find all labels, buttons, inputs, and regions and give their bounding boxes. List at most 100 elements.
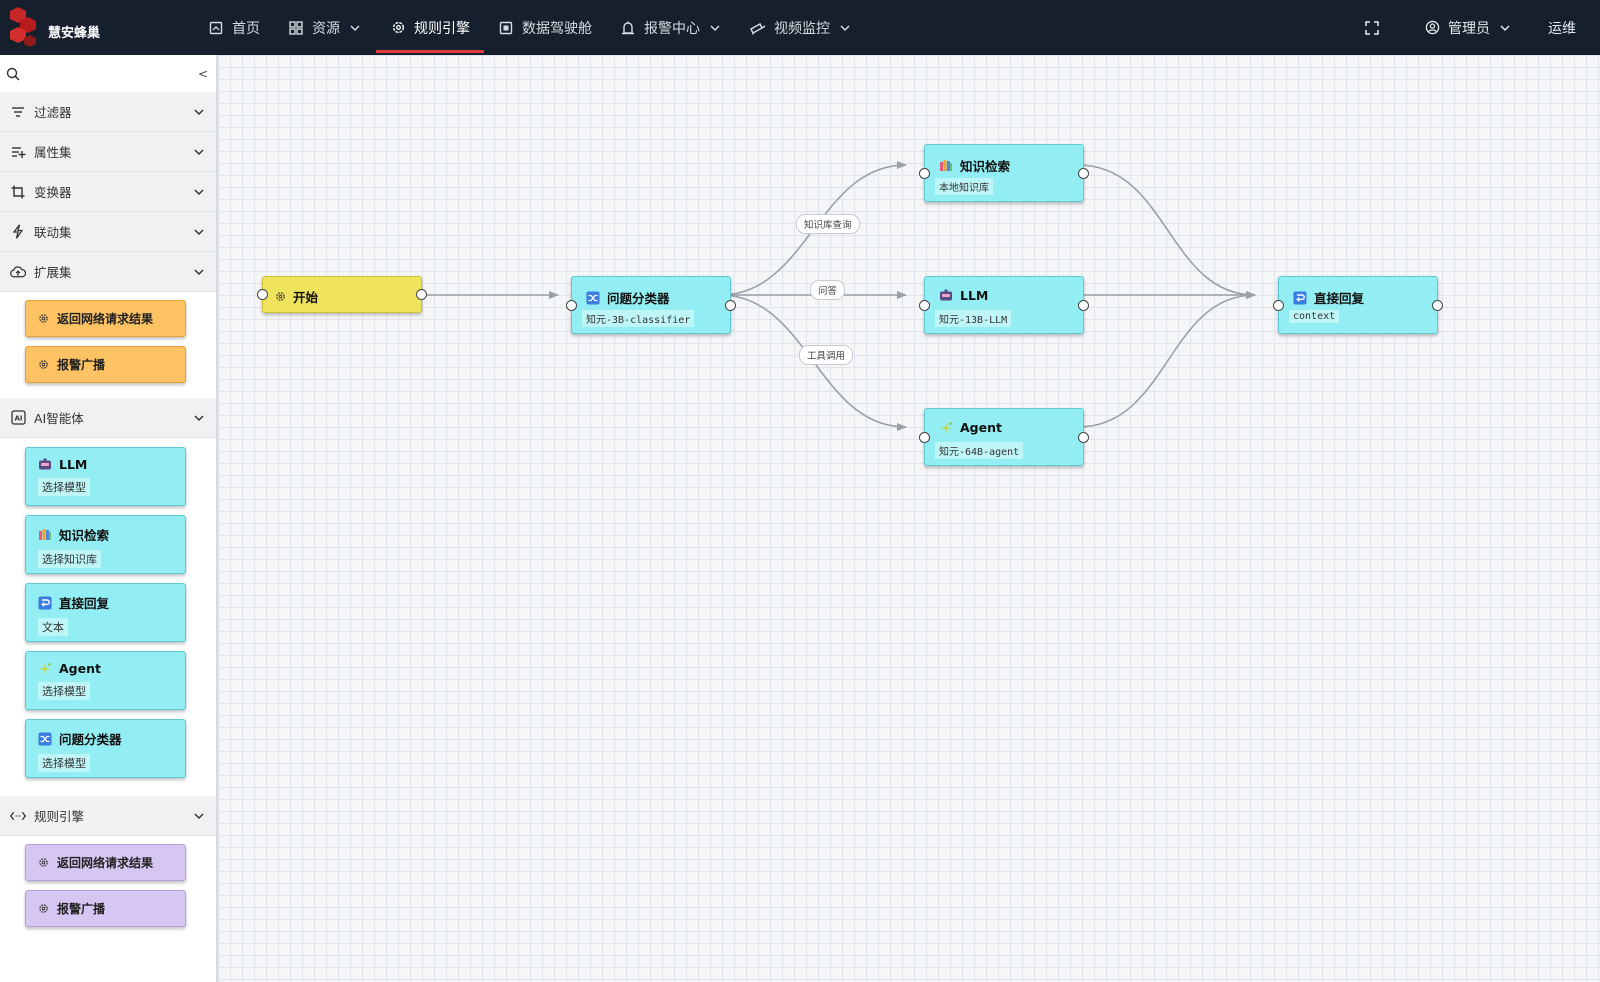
group-filter[interactable]: 过滤器 (0, 92, 216, 132)
node-palette-sidebar: < 过滤器 属性集 变换器 联动集 扩展集 返回网络请求结果 报警广播 (0, 55, 218, 982)
group-linkage-label: 联动集 (34, 225, 72, 240)
nav-dashboard[interactable]: 数据驾驶舱 (484, 0, 606, 55)
node-title: 直接回复 (1314, 291, 1365, 306)
edge-agent-to-reply[interactable] (1077, 291, 1256, 428)
gear-icon (39, 314, 48, 323)
group-ai-agents[interactable]: AI AI智能体 (0, 398, 216, 438)
hexagon-logo-icon (10, 7, 36, 47)
nav-resources[interactable]: 资源 (274, 0, 376, 55)
node-model: 知元-3B-classifier (582, 310, 695, 327)
node-model: 知元-13B-LLM (935, 310, 1012, 327)
palette-card-sub: 选择知识库 (38, 550, 101, 568)
chevron-down-icon (840, 24, 850, 31)
group-filter-label: 过滤器 (34, 105, 72, 120)
palette-card-title: 直接回复 (59, 596, 110, 611)
fullscreen-button[interactable] (1349, 0, 1409, 55)
chevron-down-icon (194, 812, 204, 819)
nav-resources-label: 资源 (312, 20, 340, 37)
palette-card-llm[interactable]: LLM 选择模型 (25, 447, 186, 506)
node-knowledge-base: 本地知识库 (935, 178, 993, 195)
top-navbar: 慧安蜂巢 首页 资源 规则引擎 数据驾驶舱 (0, 0, 1600, 55)
palette-item-label: 返回网络请求结果 (57, 312, 154, 326)
gear-icon (39, 360, 48, 369)
input-port[interactable] (919, 300, 930, 311)
flow-node-classifier[interactable]: 问题分类器 知元-3B-classifier (566, 276, 736, 334)
input-port[interactable] (257, 289, 268, 300)
group-extend-body: 返回网络请求结果 报警广播 (0, 292, 216, 398)
output-port[interactable] (416, 289, 427, 300)
edge-label-qa[interactable]: 问答 (810, 280, 846, 300)
nav-alarm-center[interactable]: 报警中心 (606, 0, 736, 55)
nav-rule-engine[interactable]: 规则引擎 (376, 0, 484, 55)
output-port[interactable] (1078, 168, 1089, 179)
group-extend[interactable]: 扩展集 (0, 252, 216, 292)
palette-item-alarm-broadcast[interactable]: 报警广播 (25, 890, 186, 927)
palette-item-return-http-result[interactable]: 返回网络请求结果 (25, 844, 186, 881)
input-port[interactable] (1273, 300, 1284, 311)
flow-node-direct-reply[interactable]: 直接回复 context (1273, 276, 1443, 334)
group-extend-label: 扩展集 (34, 265, 72, 280)
output-port[interactable] (1078, 432, 1089, 443)
chevron-down-icon (350, 24, 360, 31)
output-port[interactable] (1078, 300, 1089, 311)
group-linkage[interactable]: 联动集 (0, 212, 216, 252)
input-port[interactable] (919, 168, 930, 179)
palette-item-alarm-broadcast[interactable]: 报警广播 (25, 346, 186, 383)
group-transform[interactable]: 变换器 (0, 172, 216, 212)
books-icon (39, 529, 51, 540)
flow-node-start[interactable]: 开始 (257, 276, 427, 313)
output-port[interactable] (725, 300, 736, 311)
user-menu[interactable]: 管理员 (1409, 0, 1528, 55)
node-title: 问题分类器 (607, 291, 670, 306)
group-rule-engine-body: 返回网络请求结果 报警广播 (0, 836, 216, 942)
crop-icon (10, 184, 26, 200)
app-logo[interactable]: 慧安蜂巢 (8, 4, 100, 50)
edge-knowledge-to-reply[interactable] (1077, 164, 1256, 299)
palette-card-sub: 文本 (38, 618, 68, 636)
palette-card-knowledge-retrieval[interactable]: 知识检索 选择知识库 (25, 515, 186, 574)
palette-item-label: 报警广播 (57, 358, 106, 372)
group-attrs-label: 属性集 (34, 145, 72, 160)
input-port[interactable] (919, 432, 930, 443)
palette-card-title: Agent (59, 661, 101, 676)
input-port[interactable] (566, 300, 577, 311)
flow-node-agent[interactable]: Agent 知元-64B-agent (919, 408, 1089, 466)
palette-card-sub: 选择模型 (38, 682, 90, 700)
group-rule-engine-label: 规则引擎 (34, 809, 85, 824)
group-attrs[interactable]: 属性集 (0, 132, 216, 172)
nav-home[interactable]: 首页 (194, 0, 274, 55)
palette-card-title: 问题分类器 (59, 732, 122, 747)
flow-node-knowledge-retrieval[interactable]: 知识检索 本地知识库 (919, 144, 1089, 202)
flow-canvas[interactable]: 知识库查询 问答 工具调用 开始 问题分类器 知元-3B-classifier … (218, 55, 1600, 982)
palette-card-agent[interactable]: Agent 选择模型 (25, 651, 186, 710)
flow-node-llm[interactable]: LLM 知元-13B-LLM (919, 276, 1089, 334)
edge-label-tool-call[interactable]: 工具调用 (799, 345, 854, 365)
chevron-down-icon (1500, 24, 1510, 31)
nav-video-monitor[interactable]: 视频监控 (736, 0, 866, 55)
brand-name: 慧安蜂巢 (48, 25, 101, 41)
group-ai-agents-body: LLM 选择模型 知识检索 选择知识库 直接回复 文本 Agent 选择模型 (0, 438, 216, 793)
search-icon[interactable] (6, 67, 20, 81)
palette-item-return-http-result[interactable]: 返回网络请求结果 (25, 300, 186, 337)
books-icon (940, 160, 952, 171)
palette-card-question-classifier[interactable]: 问题分类器 选择模型 (25, 719, 186, 778)
chevron-down-icon (194, 268, 204, 275)
gear-icon (390, 20, 406, 36)
output-port[interactable] (1432, 300, 1443, 311)
node-title: LLM (960, 288, 989, 303)
robot-icon (39, 458, 51, 470)
collapse-sidebar-button[interactable]: < (197, 66, 209, 81)
user-circle-icon (1425, 20, 1440, 35)
grid-icon (288, 20, 304, 36)
palette-search[interactable]: < (0, 55, 216, 92)
chevron-down-icon (194, 414, 204, 421)
edge-label-kb-query[interactable]: 知识库查询 (796, 214, 860, 234)
gear-icon (276, 292, 285, 301)
dashboard-icon (498, 20, 514, 36)
chevron-down-icon (194, 148, 204, 155)
camera-icon (750, 20, 766, 36)
shuffle-icon (586, 291, 600, 304)
role-switch[interactable]: 运维 (1528, 0, 1600, 55)
palette-card-direct-reply[interactable]: 直接回复 文本 (25, 583, 186, 642)
group-rule-engine[interactable]: 规则引擎 (0, 796, 216, 836)
